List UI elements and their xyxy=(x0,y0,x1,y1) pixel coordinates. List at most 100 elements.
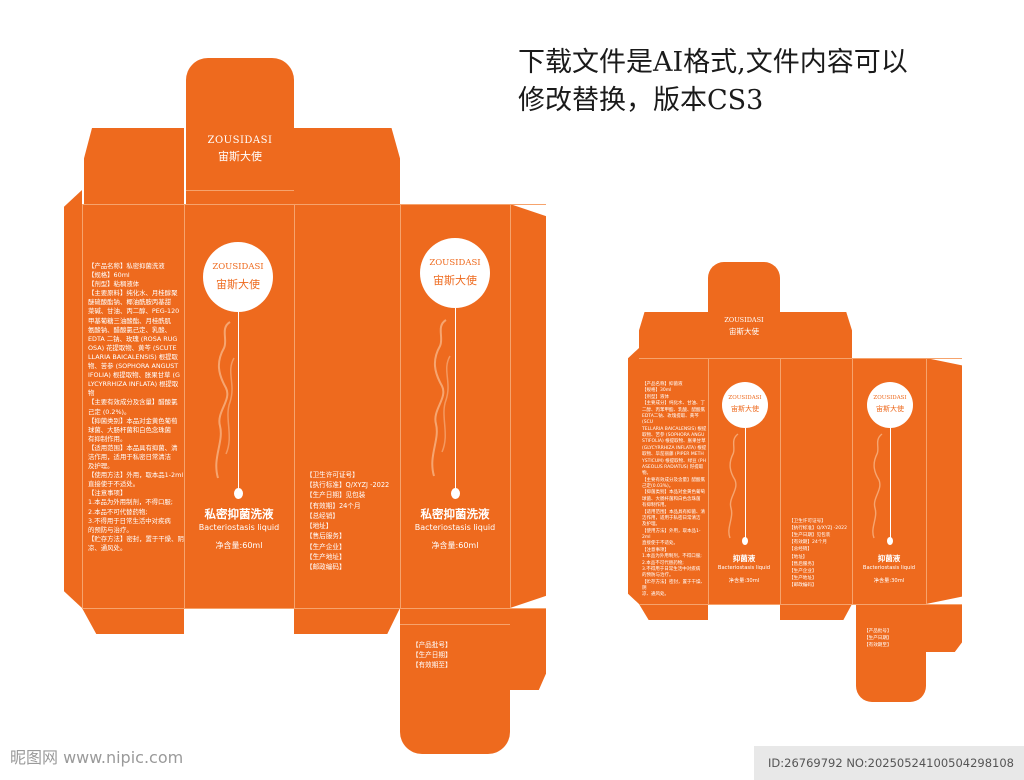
ingredient-line: 二醇、丙苯甲酯、乳酸、醋酸氯 xyxy=(642,407,705,413)
info-line: 【执行标准】Q/XYZJ -2022 xyxy=(789,526,847,532)
ingredient-line: 【主要有效成分及含量】醋酸氯 xyxy=(88,398,178,407)
ingredient-line: 洁作用，适用于私密日常清洁 xyxy=(88,452,172,461)
image-id-bar: ID:26769792 NO:20250524100504298108 xyxy=(754,746,1024,780)
ingredient-line: 有抑制作用。 xyxy=(88,434,127,443)
info-line: 【执行标准】Q/XYZJ -2022 xyxy=(306,481,390,490)
ingredient-line: 【适用范围】本品具有抑菌、清 xyxy=(642,509,705,515)
info-line: 【卫生许可证号】 xyxy=(306,471,359,479)
notice-line-1: 下载文件是AI格式,文件内容可以 xyxy=(518,47,908,78)
ingredient-line: 【剂型】粘稠液体 xyxy=(88,280,140,289)
ingredient-line: EDTA二钠、玫瑰提取、黄芩 (SCU xyxy=(642,413,699,426)
brand-name-en: ZOUSIDASI xyxy=(212,262,264,272)
ingredient-line: 的预防与治疗。 xyxy=(88,525,133,534)
flap-line: 【生产日期】 xyxy=(864,636,892,642)
ingredient-line: 醚硫酸酯钠、椰油酰胺丙基甜 xyxy=(88,298,172,307)
ingredient-line: 【贮存方法】密封，置于干燥、阴 xyxy=(642,579,705,591)
large-top-tuck-flap xyxy=(186,58,294,204)
large-bottom-tuck-flap xyxy=(400,608,510,754)
woman-silhouette-icon xyxy=(872,433,883,539)
ingredient-line: 取物、苦参 (SOPHORA ANGU xyxy=(642,433,705,438)
small-info-list: 【卫生许可证号】【执行标准】Q/XYZJ -2022【生产日期】见包装【有效期】… xyxy=(789,518,851,589)
brand-name-en: ZOUSIDASI xyxy=(873,395,907,401)
woman-silhouette-icon xyxy=(431,319,451,477)
small-side-panel-2 xyxy=(780,358,852,604)
small-glue-tab xyxy=(628,348,639,604)
large-bottom-flap-left xyxy=(82,608,184,634)
ingredient-line: LYCYRRHIZA INFLATA) 根提取 xyxy=(88,380,179,389)
download-notice: 下载文件是AI格式,文件内容可以 修改替换，版本CS3 xyxy=(518,44,938,120)
brand-name-cn: 宙斯大使 xyxy=(731,405,759,413)
ingredient-line: 【注意事项】 xyxy=(88,489,127,498)
fold-line xyxy=(82,204,546,205)
large-bottom-flap-mid xyxy=(294,608,400,634)
net-volume: 净含量:30ml xyxy=(728,578,760,584)
fold-line xyxy=(82,608,546,609)
info-line: 【地址】 xyxy=(306,522,333,531)
large-top-brand: ZOUSIDASI 宙斯大使 xyxy=(186,135,294,164)
info-line: 【生产企业】 xyxy=(789,568,817,574)
fold-line xyxy=(639,604,962,605)
ingredient-line: 菜碱、甘油、丙二醇、PEG-120 xyxy=(88,307,180,316)
flap-line: 【产品批号】 xyxy=(864,629,892,634)
info-line: 【生产地址】 xyxy=(789,575,817,581)
brand-name-en: ZOUSIDASI xyxy=(207,135,273,146)
fold-line xyxy=(294,204,295,608)
site-watermark: 昵图网 www.nipic.com xyxy=(10,748,184,767)
ingredient-line: 【主要原料】纯化水、月桂醇聚 xyxy=(88,289,178,298)
info-line: 【总经销】 xyxy=(306,511,339,520)
brand-name-cn: 宙斯大使 xyxy=(216,278,260,291)
ingredient-line: 有抑制作用。 xyxy=(642,503,669,509)
logo-drop xyxy=(742,537,748,545)
small-back-logo-bubble: ZOUSIDASI 宙斯大使 xyxy=(867,382,913,428)
fold-line xyxy=(400,204,401,608)
ingredient-line: 【剂型】液体 xyxy=(642,394,669,400)
ingredient-line: 及护理。 xyxy=(642,522,660,528)
info-line: 【生产日期】见包装 xyxy=(306,491,366,500)
ingredient-line: 己定(0.03%)。 xyxy=(642,484,674,489)
ingredient-line: TELLARIA BAICALENSIS) 根提 xyxy=(642,426,707,432)
ingredient-line: 2.本品不可代替药物; xyxy=(642,560,684,566)
logo-stem xyxy=(745,428,746,540)
large-dust-flap-right xyxy=(294,128,400,204)
ingredient-line: 凉、通风处。 xyxy=(88,543,127,552)
info-line: 【售后服务】 xyxy=(789,561,817,567)
large-dust-flap-left xyxy=(84,128,184,204)
info-line: 【生产地址】 xyxy=(306,552,346,561)
large-side-panel-2 xyxy=(294,204,400,608)
brand-name-en: ZOUSIDASI xyxy=(724,316,764,324)
large-flap-list: 【产品批号】【生产日期】【有效期至】 xyxy=(412,640,502,671)
ingredient-line: 的预防与治疗。 xyxy=(642,573,674,579)
ingredient-line: 取物、毕茄丽藤 (PIPER METH xyxy=(642,452,704,458)
logo-stem xyxy=(238,312,239,492)
net-volume: 净含量:30ml xyxy=(873,578,905,584)
ingredient-line: YSTICUM) 根提取物、绿豆 (PH xyxy=(642,458,706,464)
product-name-cn: 抑菌液 xyxy=(877,554,901,563)
logo-drop xyxy=(234,488,243,499)
ingredient-line: 及护理。 xyxy=(88,462,114,471)
large-side-panel-1 xyxy=(82,204,184,608)
product-name-cn: 私密抑菌洗液 xyxy=(420,507,490,521)
ingredient-line: 【抑菌类别】本品对金黄色葡萄 xyxy=(88,416,178,425)
ingredient-line: 物。 xyxy=(642,471,651,477)
ingredient-line: 1.本品为外用制剂，不得口服; xyxy=(642,554,702,560)
ingredient-line: EDTA 二钠、玫瑰 (ROSA RUG xyxy=(88,334,178,343)
ingredient-line: 【规格】30ml xyxy=(642,388,672,394)
info-line: 【总经销】 xyxy=(789,547,812,553)
ingredient-line: 【产品名称】私密抑菌洗液 xyxy=(88,262,165,270)
net-volume: 净含量:60ml xyxy=(215,541,263,550)
brand-name-cn: 宙斯大使 xyxy=(876,405,904,413)
fold-line xyxy=(780,358,781,604)
small-bottom-flap-mid xyxy=(780,604,852,620)
info-line: 【邮政编码】 xyxy=(306,562,346,571)
brand-name-cn: 宙斯大使 xyxy=(218,150,262,163)
ingredient-line: 己定 (0.2%)。 xyxy=(88,407,131,416)
net-volume: 净含量:60ml xyxy=(431,541,479,550)
small-bottom-flap-right xyxy=(926,604,962,652)
notice-line-2: 修改替换，版本CS3 xyxy=(518,85,764,116)
brand-name-cn: 宙斯大使 xyxy=(729,327,759,336)
ingredient-line: 2.本品不可代替药物; xyxy=(88,507,148,516)
ingredient-line: 【抑菌类别】本品对金黄色葡萄 xyxy=(642,490,705,496)
small-front-logo-bubble: ZOUSIDASI 宙斯大使 xyxy=(722,382,768,428)
small-top-brand: ZOUSIDASI 宙斯大使 xyxy=(708,316,780,337)
ingredient-line: 【适用范围】本品具有抑菌、清 xyxy=(88,443,178,452)
